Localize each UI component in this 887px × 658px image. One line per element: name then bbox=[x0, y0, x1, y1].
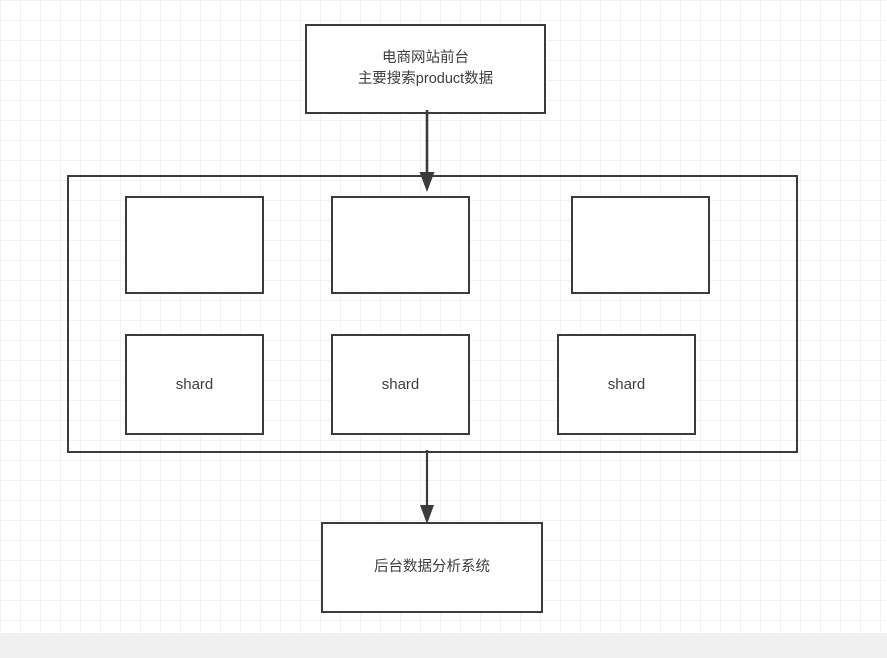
cluster-node-1[interactable] bbox=[125, 196, 264, 294]
cluster-shard-3[interactable]: shard bbox=[557, 334, 696, 435]
cluster-shard-2[interactable]: shard bbox=[331, 334, 470, 435]
cluster-shard-3-label: shard bbox=[607, 375, 646, 393]
cluster-container[interactable] bbox=[67, 175, 798, 453]
arrow-source-to-cluster-icon bbox=[419, 110, 435, 192]
cluster-shard-1-label: shard bbox=[175, 375, 214, 393]
source-node-text: 电商网站前台 主要搜索product数据 bbox=[358, 48, 493, 90]
source-node-ecommerce-frontend[interactable]: 电商网站前台 主要搜索product数据 bbox=[305, 24, 546, 114]
source-node-line-2: 主要搜索product数据 bbox=[357, 71, 494, 87]
cluster-shard-1[interactable]: shard bbox=[125, 334, 264, 435]
cluster-shard-2-label: shard bbox=[381, 375, 420, 393]
footer-strip bbox=[0, 633, 887, 658]
sink-node-label: 后台数据分析系统 bbox=[374, 558, 490, 575]
source-node-line-1: 电商网站前台 bbox=[382, 49, 469, 66]
sink-node-backend-analytics[interactable]: 后台数据分析系统 bbox=[321, 522, 543, 613]
arrow-cluster-to-sink-icon bbox=[420, 450, 434, 524]
cluster-node-2[interactable] bbox=[331, 196, 470, 294]
cluster-node-3[interactable] bbox=[571, 196, 710, 294]
